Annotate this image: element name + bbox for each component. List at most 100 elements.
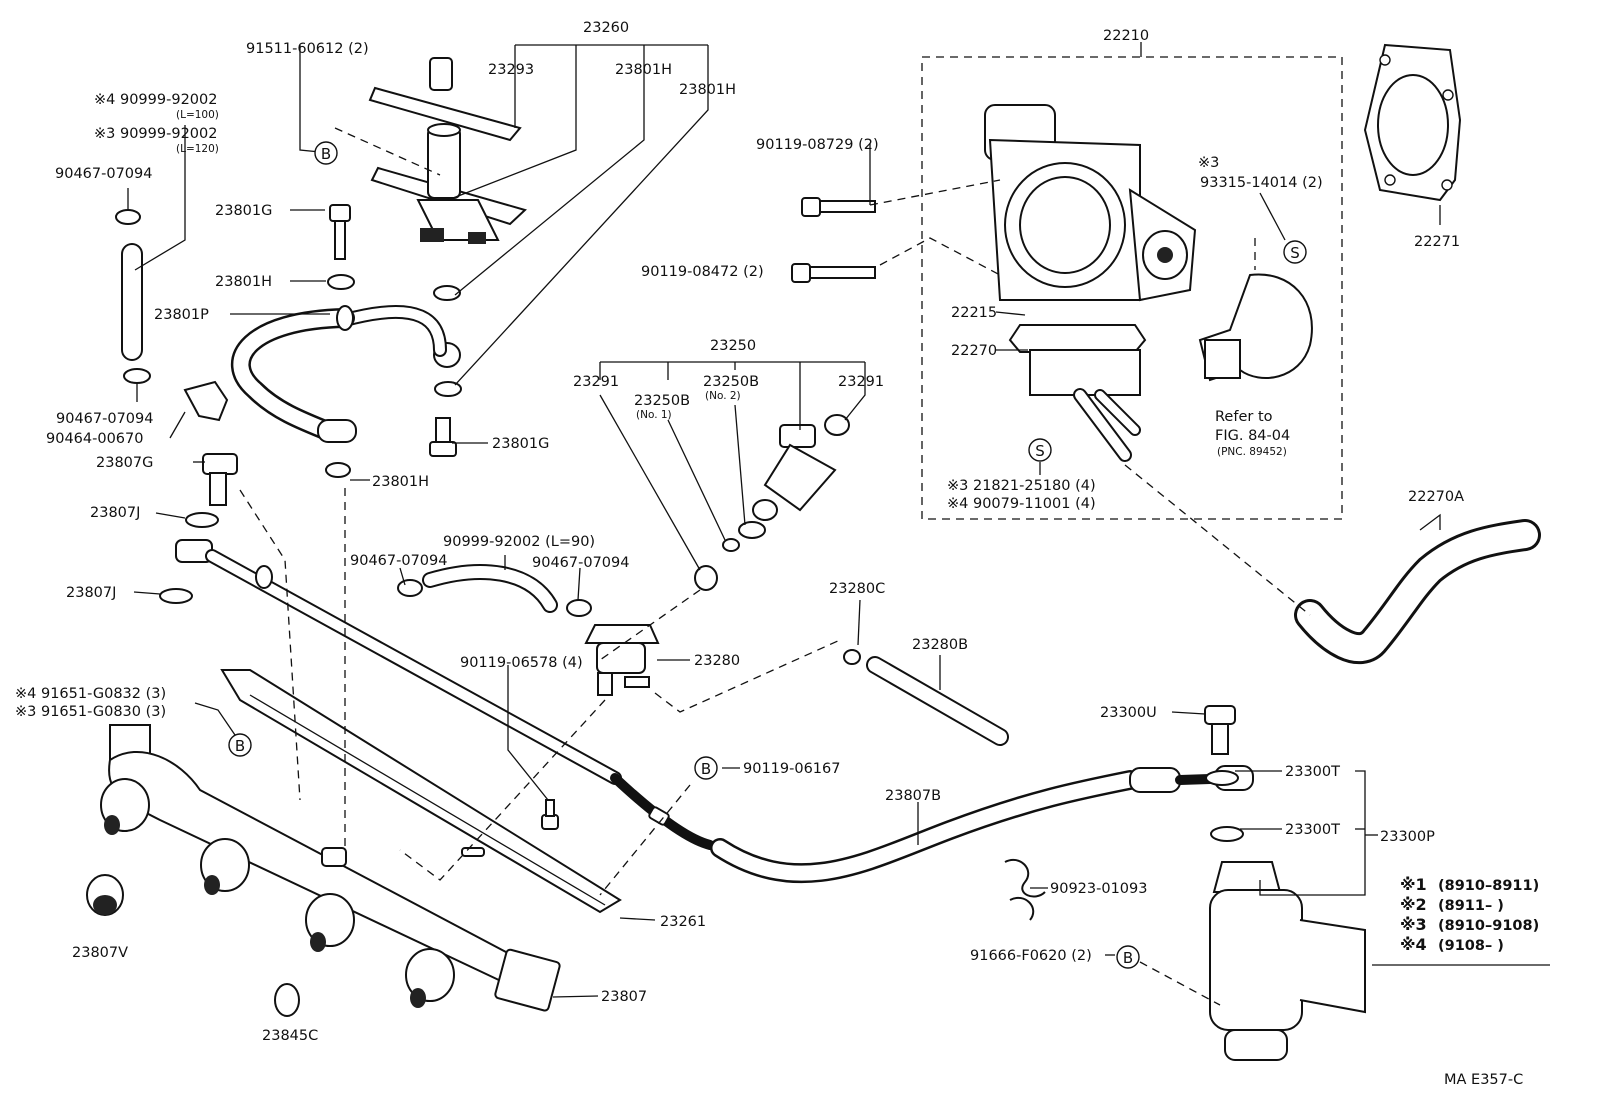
- throttle-body-22210: [984, 104, 1197, 462]
- label-23807j-b: 23807J: [66, 585, 116, 601]
- diagram-code: MA E357-C: [1444, 1072, 1523, 1088]
- injector-4: [405, 948, 455, 1008]
- label-22271: 22271: [1414, 234, 1460, 250]
- label-23300t-b: 23300T: [1285, 822, 1340, 838]
- label-23261: 23261: [660, 914, 706, 930]
- label-90119-06167: 90119-06167: [743, 761, 841, 777]
- reference-marks: [228, 141, 1307, 969]
- label-23801g-b: 23801G: [492, 436, 549, 452]
- label-23801g-a: 23801G: [215, 203, 272, 219]
- label-23280: 23280: [694, 653, 740, 669]
- label-23807b: 23807B: [885, 788, 941, 804]
- injector-2: [200, 838, 250, 895]
- circle-s-mark: S: [1290, 244, 1300, 262]
- label-90467-d: 90467-07094: [532, 555, 630, 571]
- label-23300t-a: 23300T: [1285, 764, 1340, 780]
- legend-mark-2: ※2: [1400, 895, 1427, 914]
- fuel-delivery-long-pipe: [175, 539, 622, 785]
- leader-lines: [127, 42, 1550, 998]
- circle-b-mark: B: [321, 145, 331, 163]
- label-23291-a: 23291: [573, 374, 619, 390]
- legend-mark-3: ※3: [1400, 915, 1427, 934]
- label-23845c: 23845C: [262, 1028, 318, 1044]
- label-23807v: 23807V: [72, 945, 128, 961]
- label-pnc-89452: (PNC. 89452): [1217, 446, 1287, 458]
- label-no1: (No. 1): [636, 409, 672, 421]
- pressure-regulator-23280: [584, 624, 660, 696]
- dashed-alignment-lines: [239, 56, 1343, 1006]
- label-23801h-b: 23801H: [679, 82, 736, 98]
- union-bolt-23807g: [159, 453, 238, 604]
- label-23250b-no1: 23250B: [634, 393, 690, 409]
- label-90467-a: 90467-07094: [55, 166, 153, 182]
- label-23801h-a: 23801H: [615, 62, 672, 78]
- label-23280b: 23280B: [912, 637, 968, 653]
- part-labels: B S S B B B 23260 91511-60612 (2) 23293 …: [15, 20, 1464, 1044]
- throttle-position-sensor: [1198, 273, 1313, 382]
- circle-b-mark: B: [701, 760, 711, 778]
- label-90464: 90464-00670: [46, 431, 144, 447]
- label-23250: 23250: [710, 338, 756, 354]
- legend-range-4: (9108– ): [1438, 938, 1504, 954]
- label-23260: 23260: [583, 20, 629, 36]
- label-no2: (No. 2): [705, 390, 741, 402]
- label-93315: 93315-14014 (2): [1200, 175, 1323, 191]
- label-23807g: 23807G: [96, 455, 153, 471]
- label-l100: (L=100): [176, 109, 219, 121]
- label-23280c: 23280C: [829, 581, 885, 597]
- label-23300u: 23300U: [1100, 705, 1157, 721]
- throttle-body-gasket-22271: [1363, 43, 1462, 202]
- label-refer-to: Refer to: [1215, 409, 1273, 425]
- label-23801h-d: 23801H: [372, 474, 429, 490]
- label-91511: 91511-60612 (2): [246, 41, 369, 57]
- label-93315-mark: ※3: [1198, 155, 1219, 171]
- legend-range-3: (8910–9108): [1438, 918, 1539, 934]
- injector-3: [305, 893, 355, 952]
- label-23807j-a: 23807J: [90, 505, 140, 521]
- label-23300p: 23300P: [1380, 829, 1435, 845]
- circle-s-mark: S: [1035, 442, 1045, 460]
- label-91651-g0832: ※4 91651-G0832 (3): [15, 686, 166, 702]
- injector-assembly-23250: [694, 414, 850, 591]
- gasket-23801h-upper: [325, 274, 462, 478]
- legend-mark-4: ※4: [1400, 935, 1427, 954]
- label-90467-c: 90467-07094: [350, 553, 448, 569]
- circle-b-mark: B: [235, 737, 245, 755]
- label-23801h-c: 23801H: [215, 274, 272, 290]
- label-23250b-no2: 23250B: [703, 374, 759, 390]
- label-23293: 23293: [488, 62, 534, 78]
- label-23291-b: 23291: [838, 374, 884, 390]
- label-90923: 90923-01093: [1050, 881, 1148, 897]
- legend-range-2: (8911– ): [1438, 898, 1504, 914]
- legend-mark-1: ※1: [1400, 875, 1427, 894]
- label-21821: ※3 21821-25180 (4): [947, 478, 1096, 494]
- label-90119-08472: 90119-08472 (2): [641, 264, 764, 280]
- label-90079: ※4 90079-11001 (4): [947, 496, 1096, 512]
- clip-90923: [1004, 859, 1046, 921]
- legend-range-1: (8910–8911): [1438, 878, 1539, 894]
- fuel-hose-upper-left: [115, 209, 229, 422]
- o-ring-23845c: [274, 983, 300, 1017]
- union-bolt-23300u: [1204, 705, 1244, 842]
- label-90999-l120: ※3 90999-92002: [94, 126, 217, 142]
- grommet-23807v: [86, 874, 124, 916]
- label-22270a: 22270A: [1408, 489, 1464, 505]
- union-bolt-23801g: [329, 204, 457, 457]
- circle-b-mark: B: [1123, 949, 1133, 967]
- label-91651-g0830: ※3 91651-G0830 (3): [15, 704, 166, 720]
- label-22215: 22215: [951, 305, 997, 321]
- label-fig-84-04: FIG. 84-04: [1215, 428, 1290, 444]
- vacuum-hose-23280b: [843, 649, 1009, 746]
- injector-1: [100, 778, 150, 835]
- fuel-return-hose-23807b: [610, 765, 1254, 884]
- fuel-pipe-23801p: [230, 305, 447, 443]
- throttle-body-bolts: [791, 197, 876, 283]
- pulsation-damper-assembly: [368, 57, 527, 244]
- production-date-legend: ※1 (8910–8911) ※2 (8911– ) ※3 (8910–9108…: [1400, 875, 1539, 954]
- label-90467-b: 90467-07094: [56, 411, 154, 427]
- label-90119-06578: 90119-06578 (4): [460, 655, 583, 671]
- label-23807: 23807: [601, 989, 647, 1005]
- label-23801p: 23801P: [154, 307, 209, 323]
- fuel-hose-short: [397, 564, 592, 617]
